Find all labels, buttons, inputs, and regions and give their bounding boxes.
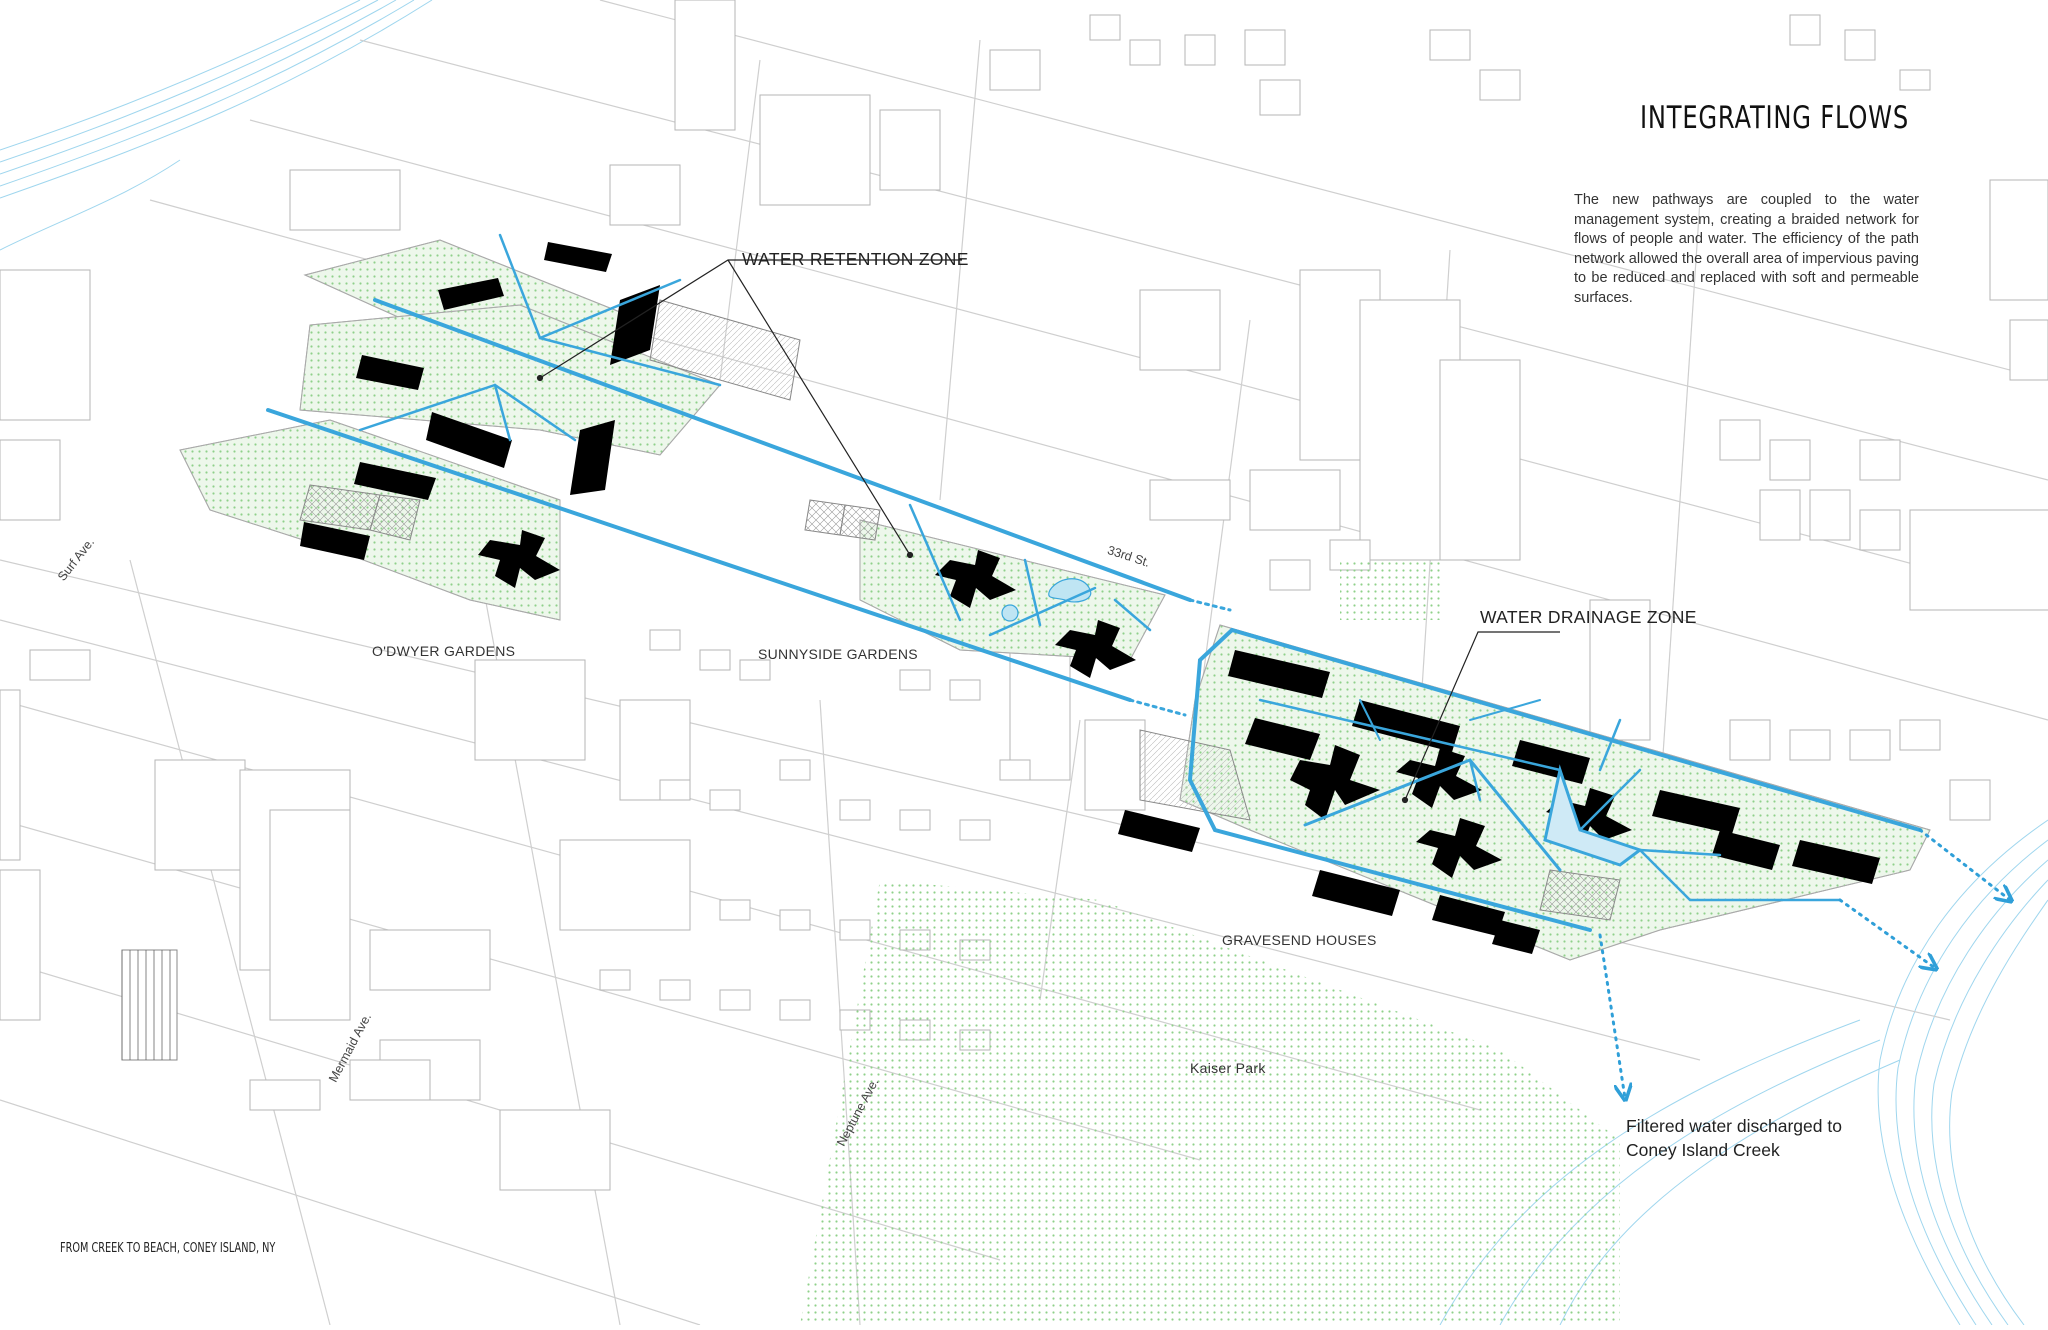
hatched-plazas (299, 299, 1621, 921)
water-paths (266, 233, 1922, 932)
description-text: The new pathways are coupled to the wate… (1574, 192, 1919, 306)
label-filtered-water: Filtered water discharged to Coney Islan… (1626, 1116, 1842, 1160)
pond (1001, 578, 1092, 622)
surrounding-buildings (0, 0, 2048, 1191)
footer-caption: FROM CREEK TO BEACH, CONEY ISLAND, NY (60, 1240, 276, 1256)
cylinder-tower (121, 949, 178, 1061)
zone-leaders (536, 259, 1560, 804)
label-gravesend-houses: GRAVESEND HOUSES (1222, 932, 1377, 948)
label-water-drainage-zone: WATER DRAINAGE ZONE (1480, 607, 1697, 627)
page-title: INTEGRATING FLOWS (1640, 100, 1909, 136)
label-kaiser-park: Kaiser Park (1190, 1060, 1266, 1076)
site-buildings (300, 242, 1880, 954)
discharge-arrows (1598, 828, 2010, 1098)
label-water-retention-zone: WATER RETENTION ZONE (742, 249, 969, 269)
label-sunnyside-gardens: SUNNYSIDE GARDENS (758, 646, 918, 662)
label-odwyer-gardens: O'DWYER GARDENS (372, 643, 516, 659)
